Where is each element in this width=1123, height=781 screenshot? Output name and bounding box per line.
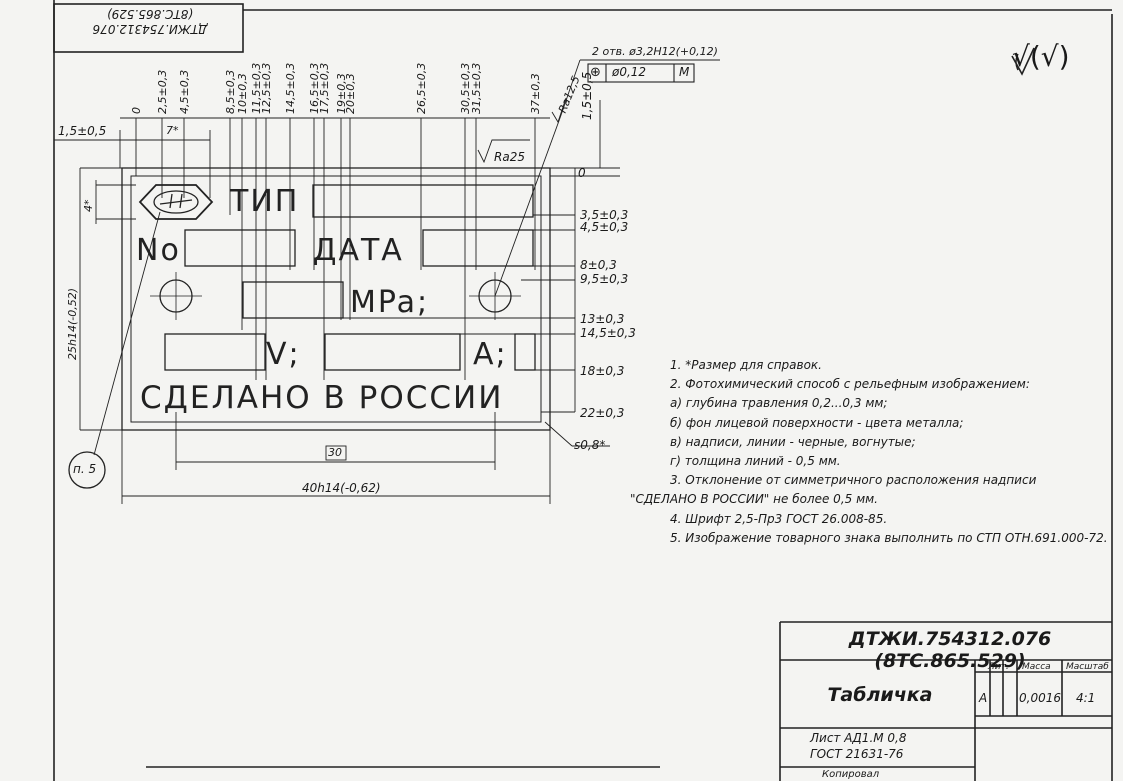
title-block-name: Табличка bbox=[827, 684, 933, 706]
note-2: 2. Фотохимический способ с рельефным изо… bbox=[670, 377, 1030, 392]
stamp-line1: ДТЖИ.754312.076 bbox=[92, 22, 208, 36]
right-dim-label: 18±0,3 bbox=[580, 364, 625, 378]
thickness-label: s0,8* bbox=[574, 438, 606, 452]
plate-a-label: A; bbox=[473, 337, 508, 372]
top-dim-label: 4,5±0,3 bbox=[178, 69, 191, 114]
dim-left-offset: 1,5±0,5 bbox=[58, 124, 107, 138]
right-dim-label: 13±0,3 bbox=[580, 312, 625, 326]
stamp-line2: (8ТС.865.529) bbox=[106, 7, 194, 21]
top-dim-label: 12,5±0,3 bbox=[260, 62, 273, 114]
dim-height: 25h14(-0,52) bbox=[66, 287, 79, 360]
top-dim-label: 17,5±0,3 bbox=[318, 62, 331, 114]
note-1: 1. *Размер для справок. bbox=[670, 358, 822, 372]
top-dim-label: 10±0,3 bbox=[236, 73, 249, 114]
dim-width: 40h14(-0,62) bbox=[302, 481, 381, 495]
plate-v-label: V; bbox=[266, 337, 301, 372]
stamp-rotated: ДТЖИ.754312.076 (8ТС.865.529) bbox=[60, 6, 240, 36]
note-3: 3. Отклонение от симметричного расположе… bbox=[670, 473, 1037, 488]
right-dim-label: 22±0,3 bbox=[580, 406, 625, 420]
material-line2: ГОСТ 21631-76 bbox=[810, 747, 904, 761]
right-dim-label: 14,5±0,3 bbox=[580, 326, 636, 340]
top-dim-label: 26,5±0,3 bbox=[415, 62, 428, 114]
technical-notes: 1. *Размер для справок. 2. Фотохимически… bbox=[630, 356, 1108, 548]
right-dim-label: 0 bbox=[578, 166, 586, 180]
plate-date-label: ДАТА bbox=[313, 233, 404, 268]
roughness-mark: √(√) bbox=[1012, 40, 1070, 73]
title-block-material: Лист АД1.М 0,8 ГОСТ 21631-76 bbox=[810, 730, 907, 762]
title-block-mass: 0,0016 bbox=[1019, 691, 1061, 705]
top-dim-label: 31,5±0,3 bbox=[470, 62, 483, 114]
dim-7: 7* bbox=[166, 124, 179, 137]
top-dim-label: 20±0,3 bbox=[344, 73, 357, 114]
note-5: 5. Изображение товарного знака выполнить… bbox=[670, 530, 1108, 545]
right-dim-label: 9,5±0,3 bbox=[580, 272, 629, 286]
note-4: 4. Шрифт 2,5-Пр3 ГОСТ 26.008-85. bbox=[670, 511, 888, 526]
title-block-scale-header: Масштаб bbox=[1066, 662, 1109, 672]
title-block-copied: Копировал bbox=[822, 769, 880, 780]
dim-30: 30 bbox=[328, 446, 342, 459]
note-2d: г) толщина линий - 0,5 мм. bbox=[670, 454, 841, 469]
top-dim-label: 37±0,3 bbox=[529, 73, 542, 114]
right-dim-label: 4,5±0,3 bbox=[580, 220, 629, 234]
right-dim-label: 3,5±0,3 bbox=[580, 208, 629, 222]
top-dim-label: 14,5±0,3 bbox=[284, 62, 297, 114]
material-line1: Лист АД1.М 0,8 bbox=[810, 731, 907, 745]
roughness-ra25: Ra25 bbox=[494, 150, 525, 164]
tolerance-value: ø0,12 bbox=[612, 65, 647, 79]
top-dim-label: 2,5±0,3 bbox=[156, 69, 169, 114]
plate-type-label: ТИП bbox=[230, 184, 300, 219]
note-2c: в) надписи, линии - черные, вогнутые; bbox=[670, 434, 916, 449]
title-block-lit: А bbox=[979, 691, 988, 705]
note-2a: а) глубина травления 0,2...0,3 мм; bbox=[670, 396, 888, 411]
plate-made-in-label: СДЕЛАНО В РОССИИ bbox=[140, 380, 504, 416]
note-2b: б) фон лицевой поверхности - цвета метал… bbox=[670, 415, 964, 430]
title-block-mass-header: Масса bbox=[1022, 662, 1051, 672]
tolerance-modifier: M bbox=[679, 65, 690, 79]
right-dim-label: 8±0,3 bbox=[580, 258, 617, 272]
note-3-cont: "СДЕЛАНО В РОССИИ" не более 0,5 мм. bbox=[630, 492, 878, 507]
title-block-scale: 4:1 bbox=[1076, 691, 1096, 705]
plate-no-label: No bbox=[136, 233, 181, 268]
plate-mpa-label: MPa; bbox=[350, 285, 430, 320]
dim-4: 4* bbox=[82, 199, 95, 213]
tolerance-symbol: ⊕ bbox=[590, 65, 601, 80]
holes-callout: 2 отв. ø3,2H12(+0,12) bbox=[592, 45, 718, 58]
title-block-designation: ДТЖИ.754312.076 (8ТС.865.529) bbox=[848, 628, 1052, 672]
title-block-lit-header: Лит. bbox=[988, 662, 1009, 672]
callout-p5: п. 5 bbox=[73, 462, 97, 476]
top-dim-label: 0 bbox=[130, 107, 143, 114]
